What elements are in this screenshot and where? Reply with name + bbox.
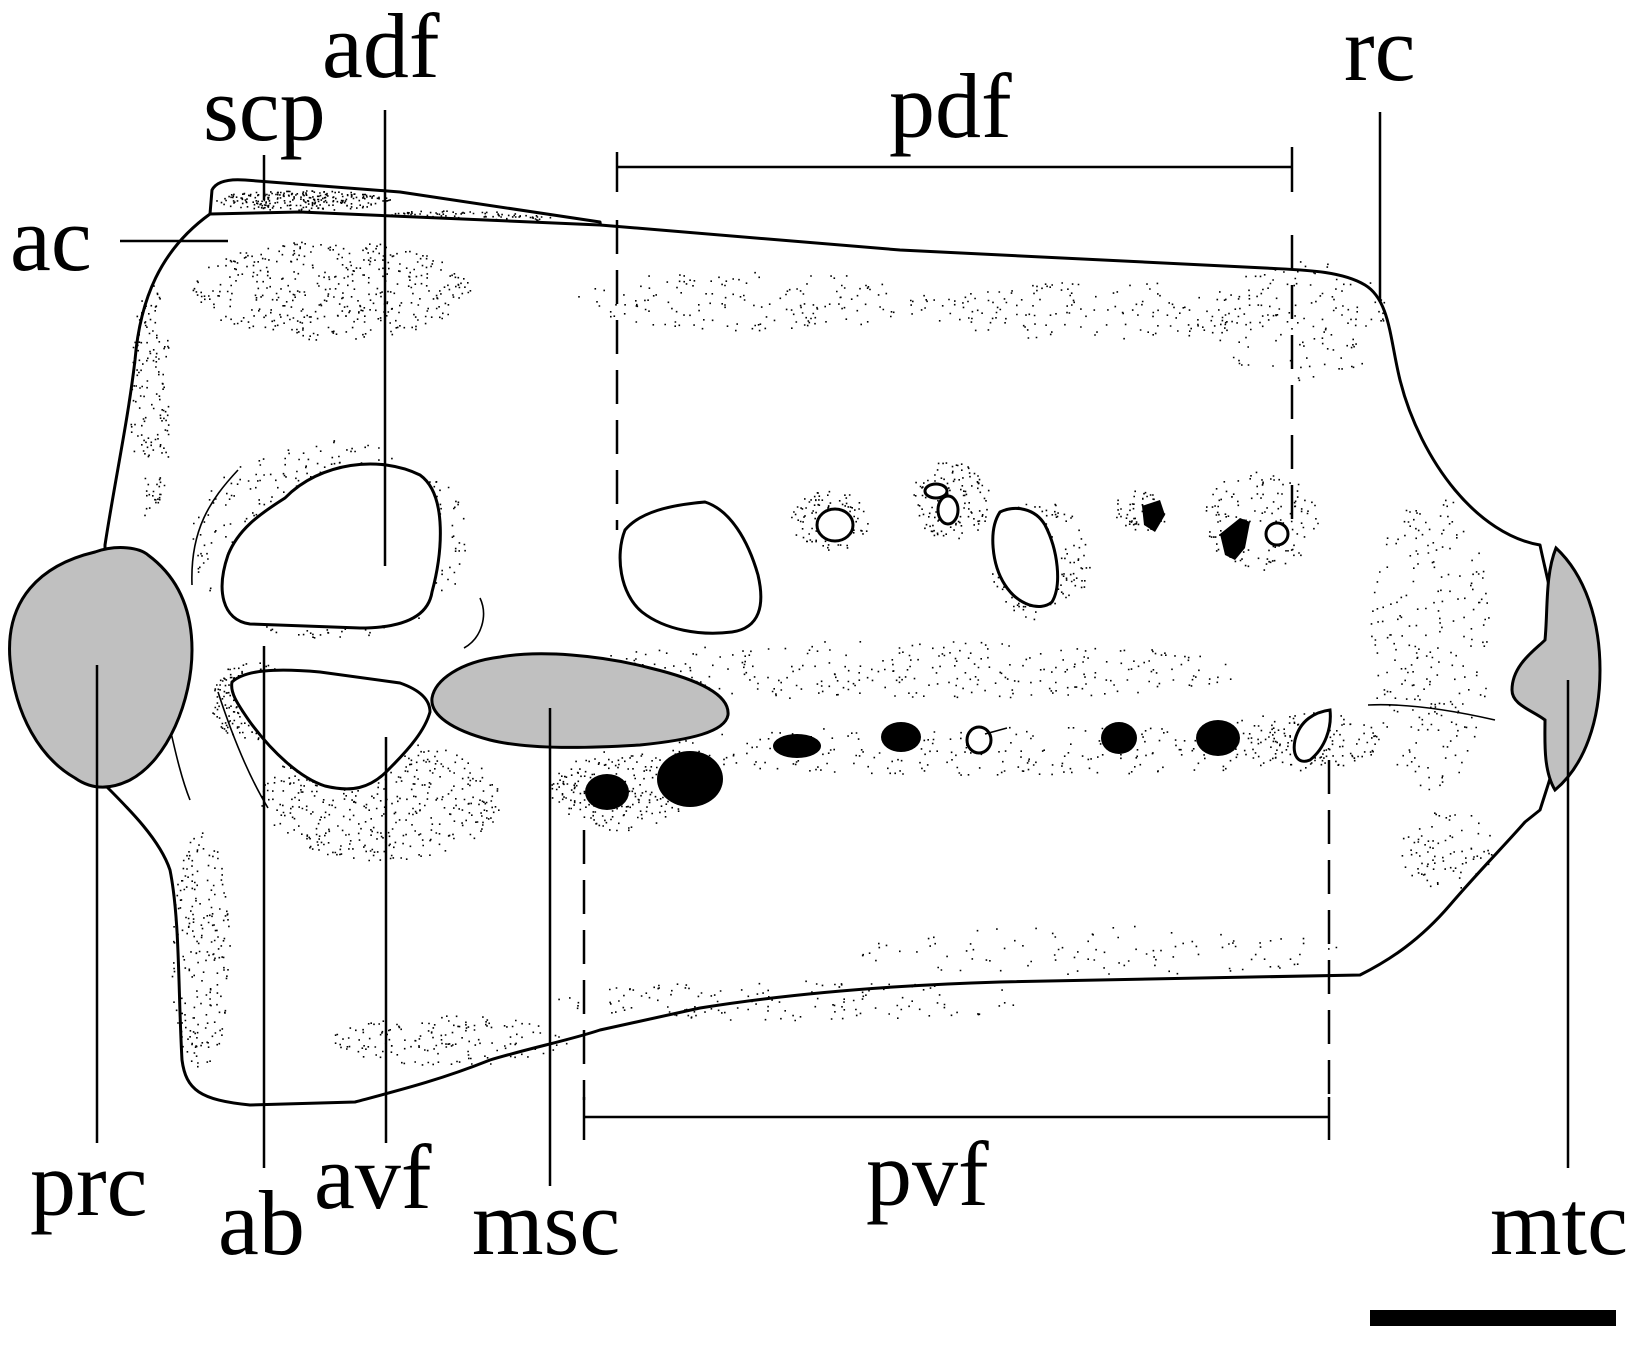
scapular-process-stipple (216, 190, 599, 251)
label-avf: avf (314, 1126, 432, 1228)
label-scp: scp (203, 58, 326, 160)
posterior-dorsal-fenestra-4 (936, 494, 960, 526)
posterior-dorsal-fenestra-6 (1142, 500, 1165, 532)
posterior-ventral-foramen-7 (1196, 720, 1240, 756)
ridge-3 (217, 691, 269, 809)
label-pdf: pdf (889, 55, 1012, 157)
label-pvf: pvf (866, 1123, 989, 1225)
posterior-dorsal-fenestra-3 (923, 482, 949, 500)
ridge-1 (191, 469, 239, 586)
label-ab: ab (218, 1172, 305, 1274)
posterior-ventral-foramen-4 (881, 722, 921, 752)
posterior-dorsal-fenestra-5 (991, 507, 1060, 608)
posterior-ventral-foramen-6 (1101, 722, 1137, 754)
prezygapophyseal-condyle (8, 546, 194, 789)
mesial-condyle (430, 652, 730, 749)
posterior-ventral-foramen-8 (1292, 708, 1332, 763)
anterior-ventral-fenestra (230, 668, 432, 791)
posterior-dorsal-fenestra-7 (1220, 518, 1250, 560)
bone-outline (103, 210, 1564, 1107)
posterior-ventral-foramen-2 (657, 751, 723, 807)
posterior-ventral-foramen-3 (773, 734, 821, 758)
posterior-dorsal-fenestra-1 (618, 500, 763, 635)
label-adf: adf (322, 0, 440, 97)
ridge-6 (984, 727, 1008, 735)
posterior-ventral-foramen-1 (585, 774, 629, 810)
label-ac: ac (10, 188, 92, 290)
metatarsal-condyle (1510, 545, 1602, 793)
posterior-dorsal-fenestra-8 (1264, 521, 1290, 547)
posterior-ventral-foramen-5 (965, 725, 993, 755)
ridge-5 (1367, 703, 1496, 721)
posterior-dorsal-fenestra-2 (815, 507, 855, 543)
scale-bar (1370, 1310, 1616, 1326)
label-msc: msc (472, 1172, 620, 1274)
ridge-2 (463, 597, 485, 649)
label-prc: prc (30, 1133, 147, 1235)
label-rc: rc (1344, 0, 1415, 100)
label-mtc: mtc (1490, 1172, 1628, 1274)
